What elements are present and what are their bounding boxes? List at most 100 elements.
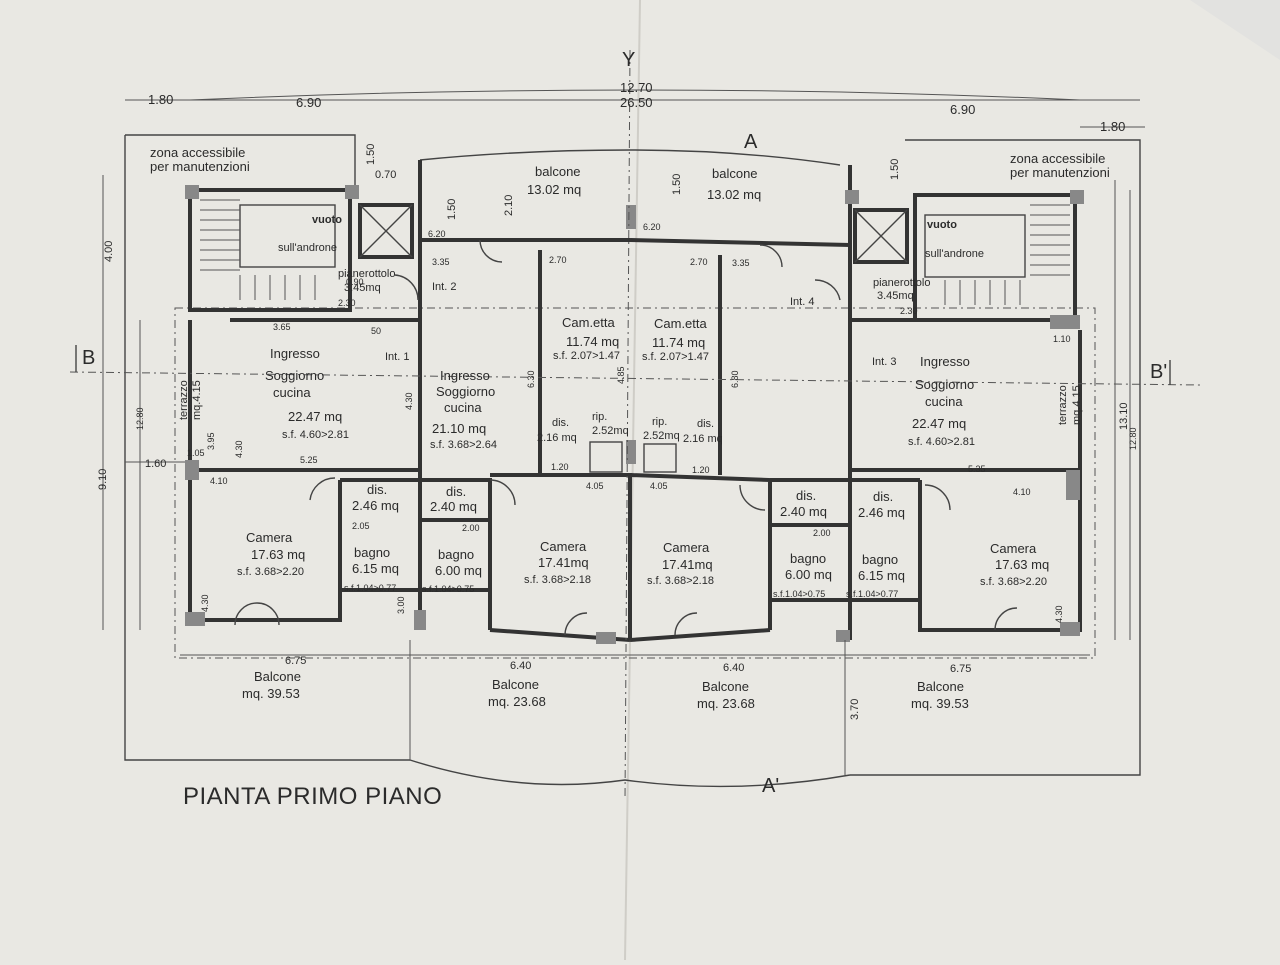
- landing-right: pianerottolo 3.45mq: [873, 277, 931, 302]
- svg-text:3.00: 3.00: [396, 596, 406, 614]
- balcony-bottom-1: Balcone mq. 39.53: [242, 669, 301, 701]
- dim-bottom-3: 6.40: [723, 662, 744, 674]
- balcony-bottom-4: Balcone mq. 39.53: [911, 679, 969, 711]
- svg-text:mq. 39.53: mq. 39.53: [911, 696, 969, 711]
- dim-bottom-2: 6.40: [510, 660, 531, 672]
- axis-y: Y: [622, 49, 635, 71]
- svg-text:Balcone: Balcone: [917, 679, 964, 694]
- unit-int1: Int. 1: [385, 351, 409, 363]
- dim-left-inner: 12.80: [135, 407, 145, 430]
- svg-text:Ingresso: Ingresso: [920, 354, 970, 369]
- svg-text:2.52mq: 2.52mq: [643, 430, 680, 442]
- room-bagno-1: bagno 6.15 mq s.f.1.04>0.77: [344, 545, 399, 593]
- svg-text:mq. 39.53: mq. 39.53: [242, 686, 300, 701]
- svg-text:0.90: 0.90: [346, 277, 364, 287]
- balcony-top-right: balcone 13.02 mq: [707, 166, 761, 202]
- svg-text:dis.: dis.: [367, 482, 387, 497]
- svg-text:22.47 mq: 22.47 mq: [288, 409, 342, 424]
- svg-text:4.30: 4.30: [1054, 605, 1064, 623]
- room-living-1: Ingresso Soggiorno cucina 22.47 mq s.f. …: [265, 346, 349, 441]
- svg-text:17.41mq: 17.41mq: [662, 557, 713, 572]
- room-rip-left: rip. 2.52mq: [589, 411, 629, 473]
- room-living-2: Ingresso Soggiorno cucina 21.10 mq s.f. …: [430, 368, 497, 451]
- svg-text:2.52mq: 2.52mq: [592, 425, 629, 437]
- svg-text:vuoto: vuoto: [312, 214, 342, 226]
- svg-text:2.05: 2.05: [352, 521, 370, 531]
- dim-right-bottom: 3.70: [849, 699, 861, 720]
- svg-text:vuoto: vuoto: [927, 219, 957, 231]
- section-b-prime: B': [1150, 361, 1167, 383]
- svg-text:Soggiorno: Soggiorno: [436, 384, 495, 399]
- room-cametta-right: Cam.etta 11.74 mq s.f. 2.07>1.47: [642, 316, 709, 363]
- svg-text:Camera: Camera: [663, 540, 710, 555]
- svg-text:mq.4.15: mq.4.15: [191, 380, 203, 420]
- room-bagno-4: bagno 6.15 mq s.f.1.04>0.77: [846, 552, 905, 599]
- svg-text:17.41mq: 17.41mq: [538, 555, 589, 570]
- svg-text:6.30: 6.30: [526, 370, 536, 388]
- walls-right: [629, 165, 1082, 642]
- room-dis-3: dis. 2.40 mq: [780, 488, 827, 519]
- svg-text:dis.: dis.: [697, 418, 714, 430]
- svg-text:s.f.1.04>0.75: s.f.1.04>0.75: [422, 584, 474, 594]
- svg-text:1.50: 1.50: [889, 159, 901, 180]
- svg-text:s.f. 3.68>2.20: s.f. 3.68>2.20: [237, 566, 304, 578]
- svg-text:dis.: dis.: [873, 489, 893, 504]
- svg-text:Balcone: Balcone: [492, 677, 539, 692]
- svg-text:21.10 mq: 21.10 mq: [432, 421, 486, 436]
- svg-text:4.10: 4.10: [1013, 487, 1031, 497]
- dim-left-step: 1.60: [145, 458, 166, 470]
- svg-text:3.45mq: 3.45mq: [344, 282, 381, 294]
- staircase-right: [924, 204, 1070, 305]
- svg-text:2.10: 2.10: [503, 195, 515, 216]
- svg-text:terrazzo: terrazzo: [178, 380, 190, 420]
- unit-int2: Int. 2: [432, 281, 456, 293]
- svg-text:zona accessibile: zona accessibile: [1010, 151, 1105, 166]
- room-dis-small-left: dis. 2.16 mq: [537, 417, 577, 444]
- drawing-title: PIANTA PRIMO PIANO: [183, 783, 442, 810]
- svg-text:pianerottolo: pianerottolo: [873, 277, 931, 289]
- svg-text:2.40 mq: 2.40 mq: [780, 504, 827, 519]
- svg-text:rip.: rip.: [652, 416, 667, 428]
- svg-text:sull'androne: sull'androne: [278, 242, 337, 254]
- svg-text:terrazzo: terrazzo: [1057, 385, 1069, 425]
- svg-text:Balcone: Balcone: [254, 669, 301, 684]
- svg-text:4.30: 4.30: [200, 594, 210, 612]
- svg-text:s.f. 2.07>1.47: s.f. 2.07>1.47: [642, 351, 709, 363]
- svg-text:per manutenzioni: per manutenzioni: [150, 159, 250, 174]
- room-camera-3: Camera 17.41mq s.f. 3.68>2.18: [647, 540, 714, 587]
- room-cametta-left: Cam.etta 11.74 mq s.f. 2.07>1.47: [553, 315, 620, 362]
- svg-text:3.35: 3.35: [732, 258, 750, 268]
- balcony-bottom-2: Balcone mq. 23.68: [488, 677, 546, 709]
- unit-int3: Int. 3: [872, 356, 896, 368]
- section-b: B: [82, 347, 95, 369]
- dim-total2: 26.50: [620, 95, 653, 110]
- svg-text:zona accessibile: zona accessibile: [150, 145, 245, 160]
- dim-right-inner: 12.80: [1128, 427, 1138, 450]
- svg-text:s.f. 3.68>2.18: s.f. 3.68>2.18: [647, 575, 714, 587]
- svg-text:2.40 mq: 2.40 mq: [430, 499, 477, 514]
- svg-text:Camera: Camera: [540, 539, 587, 554]
- dim-left-out: 1.80: [148, 92, 173, 107]
- door-swings: [234, 239, 1018, 636]
- terrace-right: terrazzo mq.4.15: [1057, 385, 1083, 425]
- terrace-left: terrazzo mq.4.15: [178, 380, 203, 420]
- svg-text:6.80: 6.80: [730, 370, 740, 388]
- svg-text:2.46 mq: 2.46 mq: [352, 498, 399, 513]
- svg-text:s.f.1.04>0.77: s.f.1.04>0.77: [846, 589, 898, 599]
- svg-text:3.45mq: 3.45mq: [877, 290, 914, 302]
- room-dis-1: dis. 2.46 mq: [352, 482, 399, 513]
- svg-text:s.f. 4.60>2.81: s.f. 4.60>2.81: [282, 429, 349, 441]
- svg-text:mq. 23.68: mq. 23.68: [697, 696, 755, 711]
- svg-text:cucina: cucina: [273, 385, 311, 400]
- svg-text:mq. 23.68: mq. 23.68: [488, 694, 546, 709]
- svg-text:4.10: 4.10: [210, 476, 228, 486]
- svg-text:Soggiorno: Soggiorno: [265, 368, 324, 383]
- svg-text:6.15 mq: 6.15 mq: [352, 561, 399, 576]
- svg-text:1.50: 1.50: [671, 174, 683, 195]
- room-dis-4: dis. 2.46 mq: [858, 489, 905, 520]
- svg-text:s.f. 3.68>2.18: s.f. 3.68>2.18: [524, 574, 591, 586]
- svg-text:2.70: 2.70: [549, 255, 567, 265]
- svg-text:dis.: dis.: [796, 488, 816, 503]
- svg-text:bagno: bagno: [790, 551, 826, 566]
